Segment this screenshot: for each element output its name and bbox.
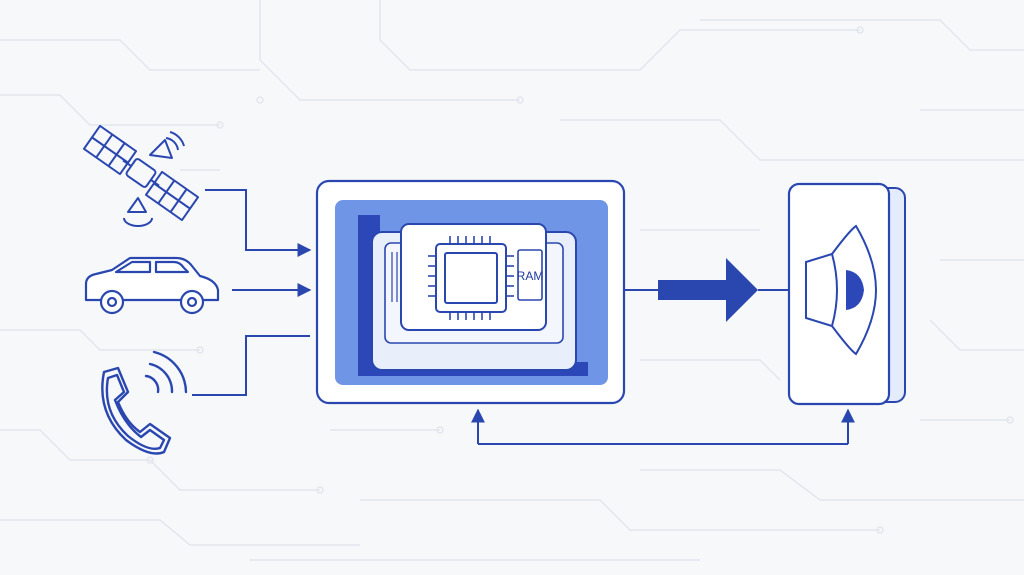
arrow-right-icon <box>658 258 758 322</box>
ram-label: RAM <box>517 269 544 283</box>
phone-to-processor-line <box>192 335 310 396</box>
input-connectors <box>192 189 312 396</box>
circuit-background <box>0 0 1024 561</box>
output-connector <box>624 258 790 322</box>
cpu-chip <box>435 243 507 313</box>
ram-module <box>517 249 543 301</box>
car-icon <box>84 256 220 315</box>
satellite-to-processor-arrow <box>205 189 312 257</box>
speaker-icon <box>787 182 906 406</box>
processor-unit <box>315 179 626 405</box>
feedback-loop <box>471 408 855 445</box>
phone-icon <box>101 350 188 455</box>
satellite-icon <box>82 124 200 227</box>
